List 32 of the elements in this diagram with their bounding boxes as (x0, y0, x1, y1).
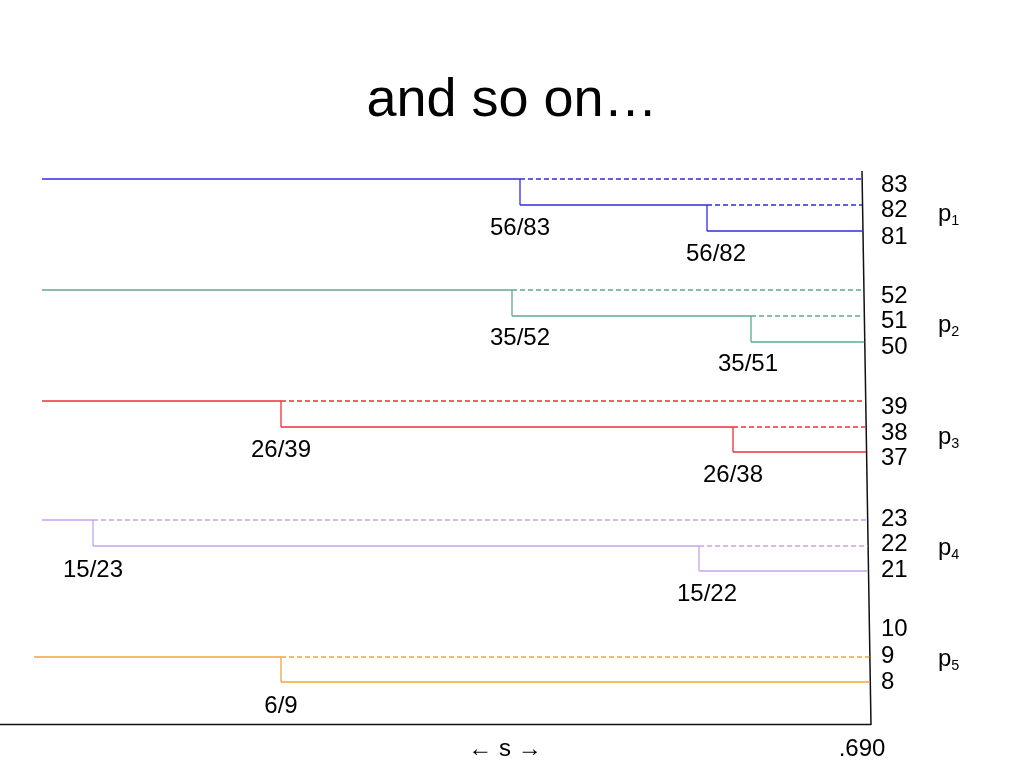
value-label: 8 (881, 669, 895, 693)
axis-tick-label: .690 (838, 736, 886, 760)
value-label: 82 (881, 197, 908, 221)
value-label: 38 (881, 420, 908, 444)
fraction-label: 35/52 (489, 325, 551, 349)
value-label: 39 (881, 394, 908, 418)
value-label: 22 (881, 531, 908, 555)
value-label: 81 (881, 224, 908, 248)
series-label: p$_{4}$ (938, 535, 960, 559)
value-label: 51 (881, 308, 908, 332)
fraction-label: 35/51 (717, 351, 779, 375)
value-label: 10 (881, 616, 908, 640)
series-label: p$_{5}$ (938, 646, 960, 670)
fraction-label: 26/38 (702, 462, 764, 486)
value-label: 83 (881, 172, 908, 196)
value-label: 37 (881, 445, 908, 469)
series-label: p$_{2}$ (938, 312, 960, 336)
fraction-label: 6/9 (264, 693, 298, 717)
series-label: p$_{3}$ (938, 424, 960, 448)
value-label: 52 (881, 283, 908, 307)
axis-label: ← s → (468, 736, 542, 760)
value-label: 50 (881, 334, 908, 358)
fraction-label: 15/23 (62, 557, 124, 581)
fraction-label: 15/22 (676, 581, 738, 605)
value-label: 9 (881, 643, 895, 667)
fraction-label: 56/83 (489, 215, 551, 239)
fraction-label: 56/82 (685, 241, 747, 265)
value-label: 23 (881, 506, 908, 530)
series-label: p$_{1}$ (938, 201, 960, 225)
slide-title: and so on… (366, 70, 658, 124)
value-label: 21 (881, 557, 908, 581)
fraction-label: 26/39 (250, 437, 312, 461)
